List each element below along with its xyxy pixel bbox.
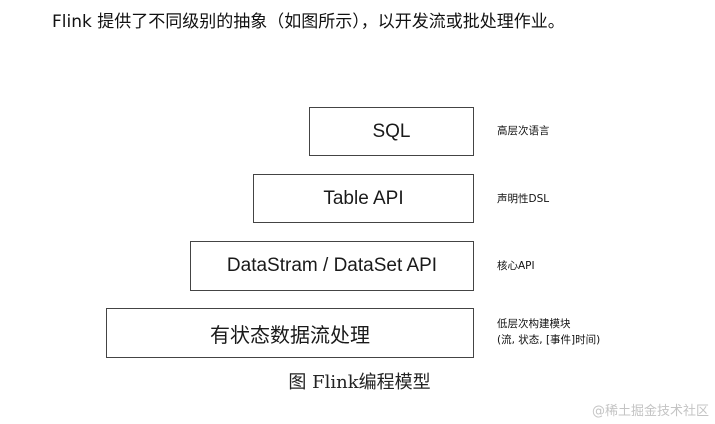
layer-table-api: Table API	[253, 174, 474, 223]
figure-caption: 图 Flink编程模型	[288, 372, 431, 393]
layer-low-level-description-line2: (流, 状态, [事件]时间)	[497, 334, 601, 346]
layer-stateful-stream-processing: 有状态数据流处理	[106, 308, 474, 358]
layer-sql-description: 高层次语言	[497, 125, 550, 137]
layer-low-level-description: 低层次构建模块 (流, 状态, [事件]时间)	[497, 316, 600, 348]
intro-text: Flink 提供了不同级别的抽象（如图所示），以开发流或批处理作业。	[52, 12, 565, 32]
layer-datastream-dataset-api: DataStram / DataSet API	[190, 241, 474, 291]
watermark: @稀土掘金技术社区	[591, 404, 709, 419]
layer-sql: SQL	[309, 107, 474, 156]
layer-table-api-description: 声明性DSL	[497, 193, 550, 205]
layer-core-api-description: 核心API	[497, 260, 535, 272]
layer-low-level-description-line1: 低层次构建模块	[497, 318, 571, 330]
